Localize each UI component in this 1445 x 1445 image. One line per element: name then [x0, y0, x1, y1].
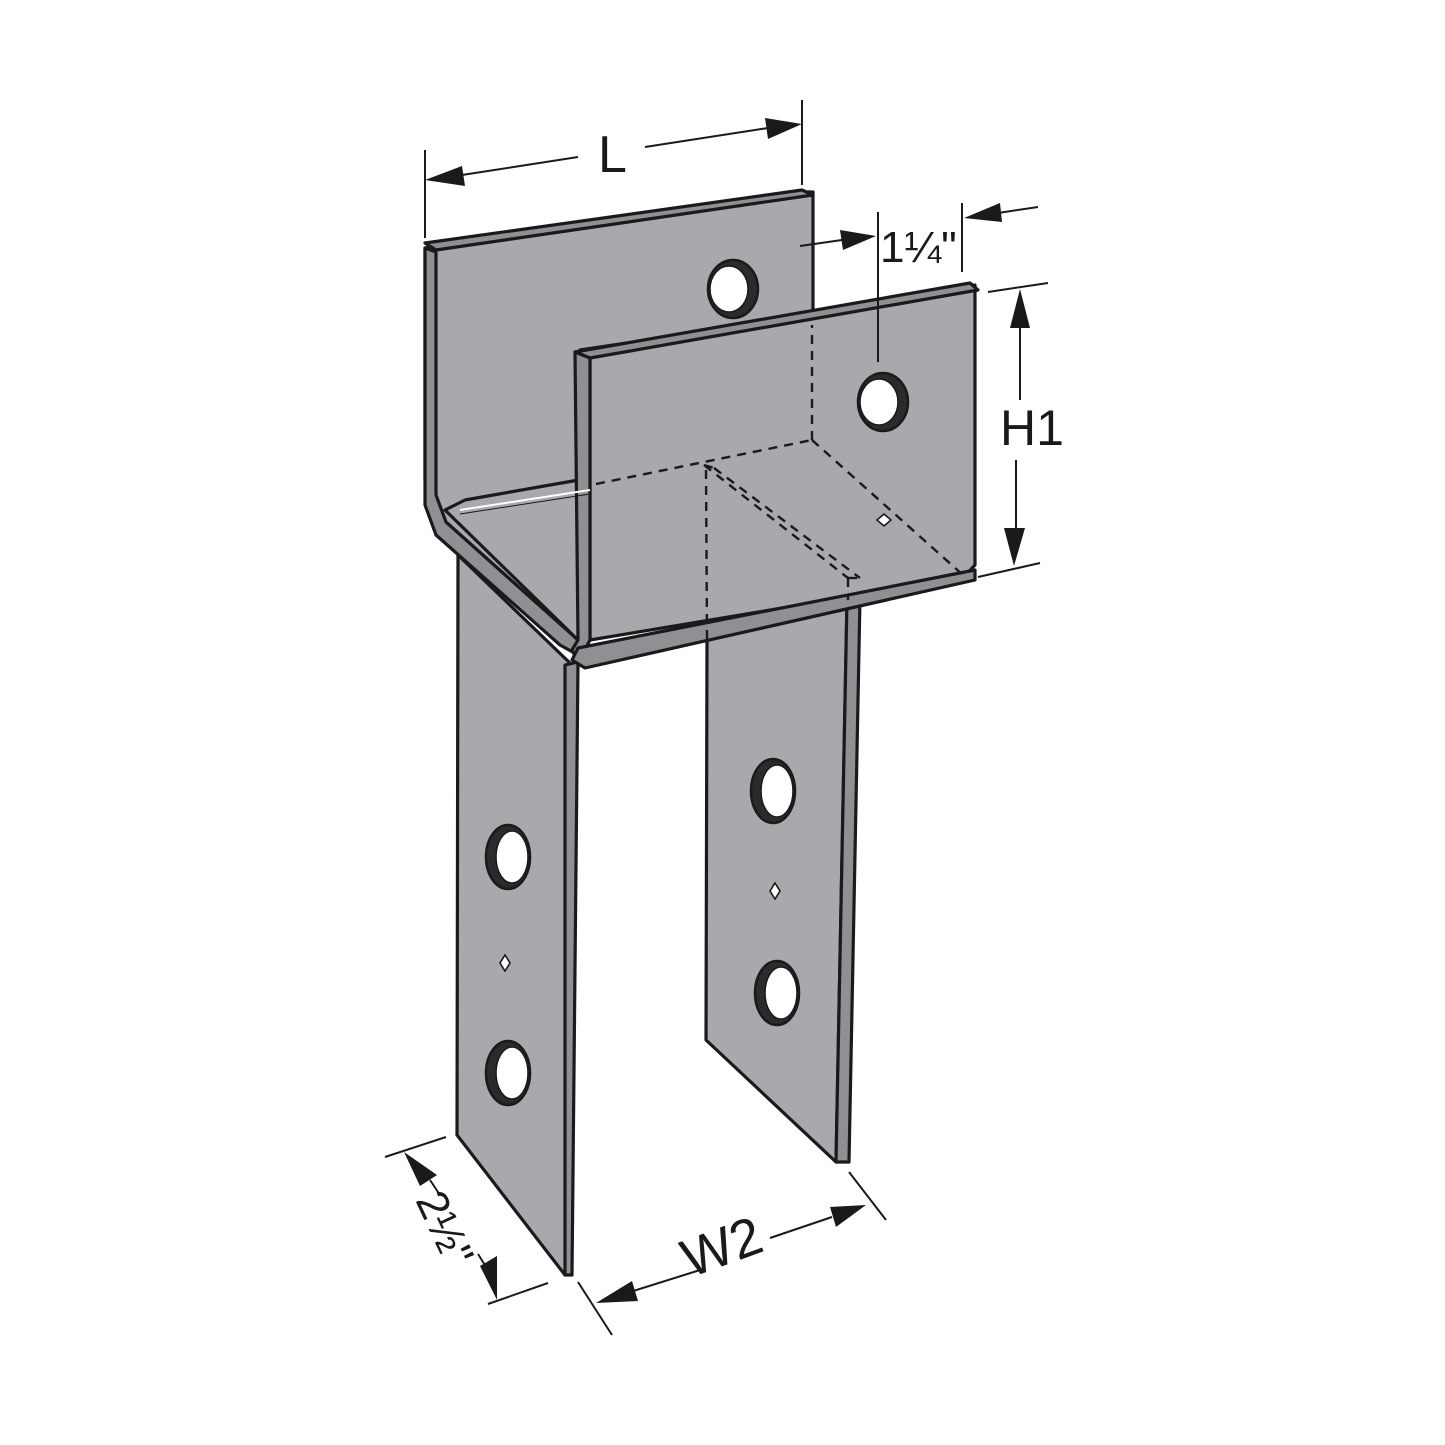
dimension-h1: H1 [977, 282, 1064, 578]
diamond-right-strap [769, 881, 781, 901]
hole-back-plate [706, 258, 760, 320]
label-w2: W2 [674, 1205, 771, 1289]
left-strap-edge [563, 660, 580, 1277]
label-h1: H1 [1000, 400, 1064, 456]
label-strap-width: 2½" [406, 1184, 483, 1274]
diamond-holes [499, 512, 893, 973]
left-strap-face [455, 553, 574, 1277]
right-strap-face [704, 598, 849, 1164]
dimension-l: L [424, 100, 803, 238]
seat-inner-line [459, 489, 591, 511]
hole-left-strap-upper [484, 823, 532, 891]
saddle-back-top-edge [423, 188, 815, 252]
diamond-seat [875, 512, 893, 528]
saddle-bottom-edge [570, 568, 977, 670]
label-l: L [598, 126, 627, 184]
dimension-w2: W2 [577, 1171, 887, 1336]
right-strap [704, 596, 862, 1164]
label-hole-offset: 1¼" [880, 223, 957, 272]
hole-right-strap-upper [749, 757, 797, 825]
bolt-holes [484, 258, 910, 1107]
diamond-left-strap [499, 953, 511, 973]
hole-front-plate [856, 371, 910, 433]
dimension-hole-offset: 1¼" [799, 203, 1039, 362]
hidden-lines [595, 325, 964, 641]
hole-left-strap-lower [484, 1039, 532, 1107]
seat-inner-line-dark [459, 493, 591, 515]
hole-right-strap-lower [753, 959, 801, 1027]
left-strap [455, 553, 580, 1277]
